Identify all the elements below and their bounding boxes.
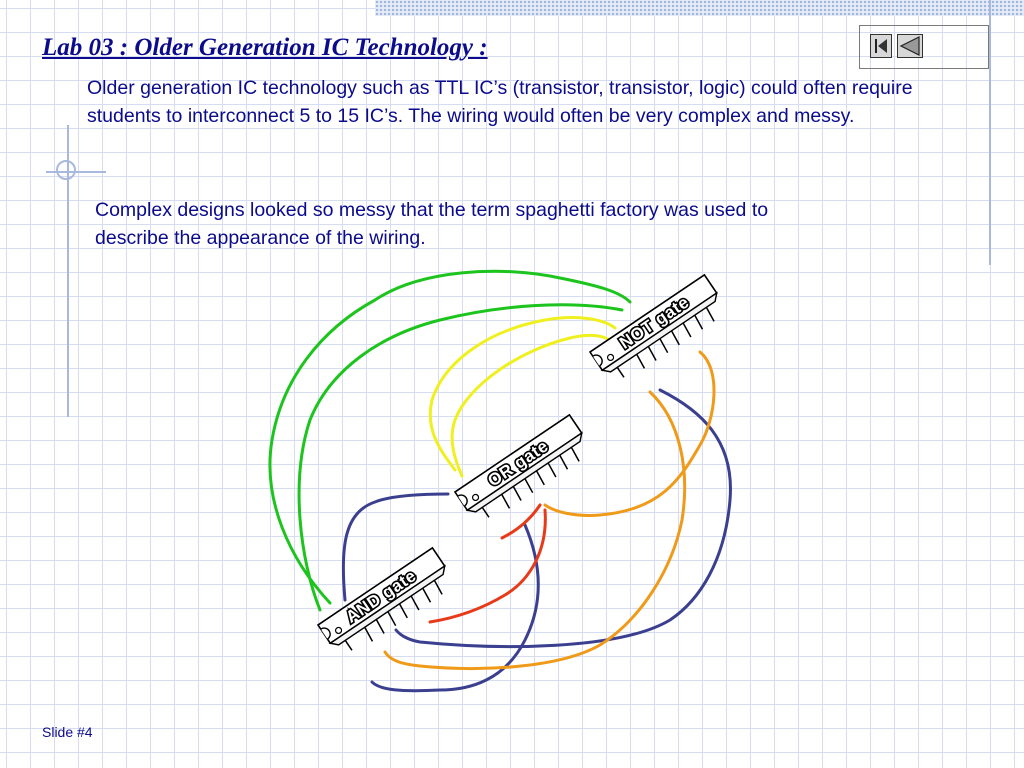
header-dotted-band [375, 0, 1024, 16]
decorative-right-line [989, 0, 991, 265]
previous-slide-button[interactable] [897, 34, 923, 58]
red-wire-1 [428, 508, 547, 624]
orange-wire-2 [383, 390, 687, 670]
yellow-wire-2 [450, 333, 614, 478]
decorative-left-line [67, 125, 69, 417]
orange-wire-1 [543, 350, 716, 517]
navy-wire-1 [341, 492, 450, 602]
yellow-wire-1 [428, 316, 617, 472]
slide-number: Slide #4 [42, 724, 93, 740]
slide-title: Lab 03 : Older Generation IC Technology … [42, 34, 488, 61]
or-gate-chip: OR gate [453, 413, 583, 518]
previous-triangle-icon [899, 36, 920, 56]
first-slide-button[interactable] [870, 34, 892, 58]
red-wire-2 [500, 503, 542, 540]
intro-paragraph: Older generation IC technology such as T… [87, 77, 913, 127]
navy-wire-2 [370, 523, 540, 693]
green-wire-2 [297, 303, 624, 612]
navy-wire-3 [394, 388, 732, 649]
spaghetti-paragraph: Complex designs looked so messy that the… [95, 199, 769, 249]
green-wire-1 [268, 269, 632, 605]
decorative-left-crossbar [46, 171, 106, 173]
slide-navigation [859, 25, 989, 69]
decorative-ring [56, 160, 76, 180]
skip-to-first-icon [875, 39, 887, 53]
